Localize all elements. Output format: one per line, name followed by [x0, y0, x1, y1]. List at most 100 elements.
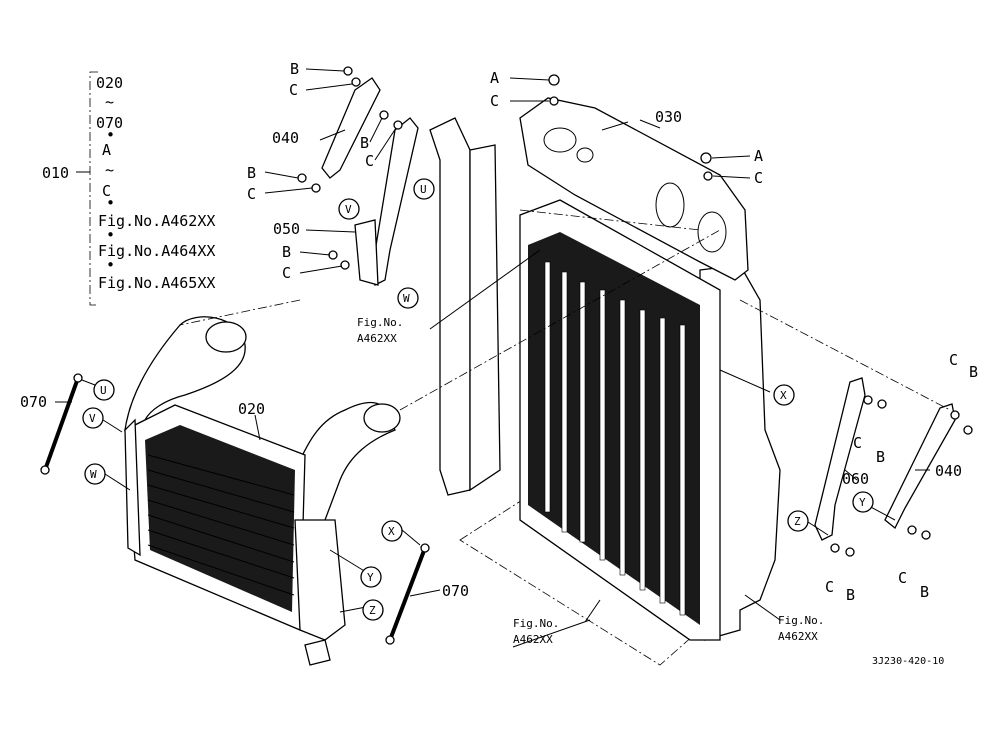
ref-v-left: V: [89, 412, 96, 425]
fig-ref-2-title: Fig.No.: [513, 617, 559, 630]
intercooler-foot: [304, 639, 331, 666]
label-030: 030: [655, 108, 682, 126]
legend-line-13: Fig.No.A465XX: [98, 274, 215, 292]
fastener-b-8: B: [920, 583, 929, 601]
ref-circle-u-top: [413, 178, 435, 200]
fastener-c-9: C: [825, 578, 834, 596]
leader-lines: [55, 68, 930, 623]
fastener-b-3: B: [247, 164, 256, 182]
legend-line-9: Fig.No.A462XX: [98, 212, 215, 230]
fastener-c-2: C: [365, 152, 374, 170]
fastener-b-5: B: [969, 363, 978, 381]
stay-040-right: [884, 403, 956, 530]
ref-circle-x-left: [381, 520, 403, 542]
ref-y-left: Y: [367, 571, 374, 584]
ref-circle-w-left: [84, 463, 106, 485]
fastener-b-2: B: [360, 134, 369, 152]
stay-060: [814, 377, 866, 541]
frame-left-rail-side: [469, 144, 501, 492]
fastener-c-4: C: [282, 264, 291, 282]
reference-markers: U V W U V W X Y Z X Y Z: [82, 178, 874, 621]
ref-circle-v-top: [338, 198, 360, 220]
alignment-lines: [179, 209, 951, 411]
ref-circle-z-left: [362, 599, 384, 621]
gas-struts: [40, 373, 430, 645]
fastener-labels: B C B C B C B C A C A C C B C B C B C B: [247, 60, 978, 604]
fastener-a-2: A: [754, 147, 763, 165]
ref-x-right: X: [780, 389, 787, 402]
legend-line-11: Fig.No.A464XX: [98, 242, 215, 260]
label-070-left: 070: [20, 393, 47, 411]
label-050: 050: [273, 220, 300, 238]
ref-z-left: Z: [369, 604, 376, 617]
ref-circle-v-left: [82, 407, 104, 429]
ref-z-right: Z: [794, 515, 801, 528]
fig-ref-3-code: A462XX: [778, 630, 818, 643]
ref-y-right: Y: [859, 496, 866, 509]
fastener-c-5: C: [490, 92, 499, 110]
ref-w-top: W: [403, 292, 410, 305]
sheet-code: 3J230-420-10: [872, 656, 944, 667]
fastener-a-1: A: [490, 69, 499, 87]
frame-left-rail: [429, 117, 471, 496]
fastener-c-8: C: [853, 434, 862, 452]
legend-group-label: 010: [42, 164, 69, 182]
fig-ref-1-code: A462XX: [357, 332, 397, 345]
intercooler-left-bracket: [124, 418, 141, 557]
ref-u-left: U: [100, 384, 107, 397]
legend-line-5: A: [102, 141, 111, 159]
legend-line-1: 020: [96, 74, 123, 92]
intercooler-fins: [147, 454, 295, 596]
fastener-c-3: C: [247, 185, 256, 203]
ref-circle-y-left: [360, 566, 382, 588]
fig-ref-1-title: Fig.No.: [357, 316, 403, 329]
intercooler-core: [145, 425, 295, 612]
ref-circle-y-right: [852, 491, 874, 513]
stay-050-handle: [354, 219, 379, 286]
legend-group: 010 020 ~ 070 • A ~ C • Fig.No.A462XX • …: [42, 71, 215, 306]
ref-circle-w-top: [397, 287, 419, 309]
fastener-b-6: B: [876, 448, 885, 466]
strut-070-left: [43, 377, 80, 471]
label-060: 060: [842, 470, 869, 488]
top-shroud-030: [519, 97, 749, 281]
shroud-plate: [519, 97, 749, 281]
intercooler-side-bracket: [294, 519, 346, 641]
stays: [321, 77, 956, 541]
ref-circle-z-right: [787, 510, 809, 532]
legend-line-10: •: [106, 226, 115, 244]
fastener-c-7: C: [949, 351, 958, 369]
fastener-c-1: C: [289, 81, 298, 99]
stay-050-bar: [371, 117, 419, 286]
intercooler-020: [124, 316, 401, 666]
label-040-left: 040: [272, 129, 299, 147]
legend-line-7: C: [102, 182, 111, 200]
label-070-right: 070: [442, 582, 469, 600]
fastener-b-7: B: [846, 586, 855, 604]
fastener-b-1: B: [290, 60, 299, 78]
radiator-core: [528, 232, 700, 625]
stay-040-left: [321, 77, 381, 179]
legend-line-2: ~: [105, 93, 114, 111]
ref-u-top: U: [420, 183, 427, 196]
ref-circle-x-right: [773, 384, 795, 406]
fasteners: [297, 66, 973, 557]
legend-line-12: •: [106, 256, 115, 274]
radiator-assembly: [519, 199, 721, 641]
legend-line-3: 070: [96, 114, 123, 132]
outlet-pipe-mouth: [363, 403, 401, 433]
ref-circle-u-left: [93, 379, 115, 401]
ref-v-top: V: [345, 203, 352, 216]
strut-070-right: [388, 547, 427, 641]
ref-x-left: X: [388, 525, 395, 538]
fig-ref-3-title: Fig.No.: [778, 614, 824, 627]
legend-line-4: •: [106, 126, 115, 144]
ref-w-left: W: [90, 468, 97, 481]
fastener-c-6: C: [754, 169, 763, 187]
legend-bracket: [89, 71, 98, 306]
figure-references: Fig.No. A462XX Fig.No. A462XX Fig.No. A4…: [357, 316, 824, 648]
legend-line-6: ~: [105, 161, 114, 179]
label-040-right: 040: [935, 462, 962, 480]
